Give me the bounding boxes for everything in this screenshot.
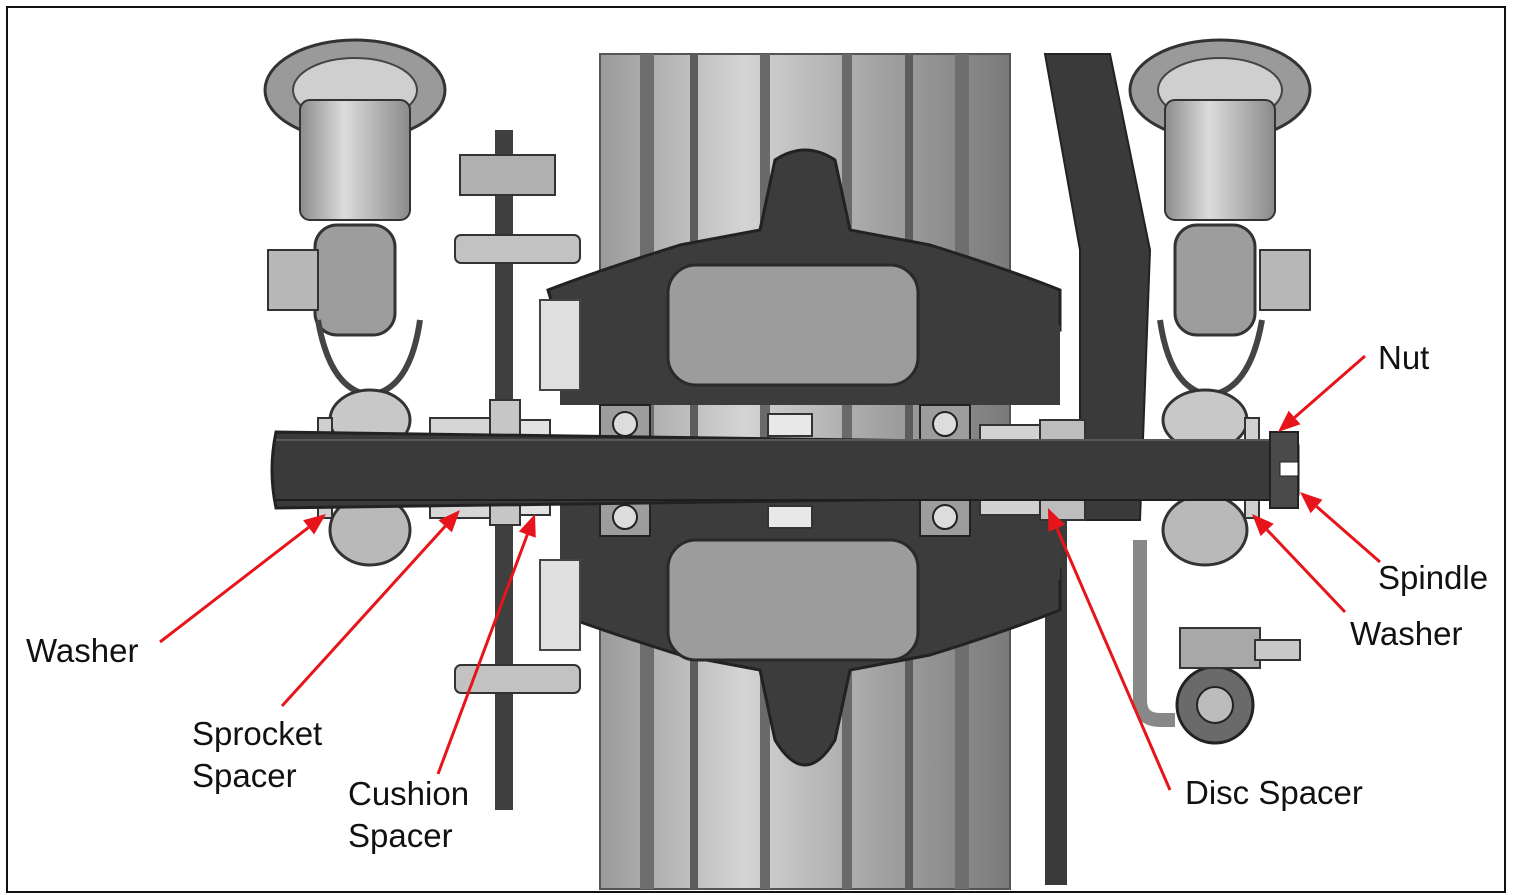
label-spindle: Spindle bbox=[1378, 557, 1488, 599]
right-suspension-pod bbox=[1128, 38, 1312, 745]
wheel-hub bbox=[539, 148, 1062, 767]
label-washer-left: Washer bbox=[26, 630, 138, 672]
label-disc-spacer-text: Disc Spacer bbox=[1185, 774, 1363, 811]
label-sprocket-spacer: Sprocket Spacer bbox=[192, 713, 322, 797]
label-cushion-spacer-line2: Spacer bbox=[348, 817, 453, 854]
sprocket-spacer-arrow bbox=[280, 510, 460, 708]
washer-right-arrow bbox=[1252, 514, 1347, 614]
label-washer-left-text: Washer bbox=[26, 632, 139, 669]
spindle-arrow bbox=[1300, 492, 1381, 564]
label-nut-text: Nut bbox=[1378, 339, 1430, 376]
label-nut: Nut bbox=[1378, 337, 1429, 379]
cushion-spacer-arrow bbox=[436, 514, 536, 775]
spindle-shaft bbox=[270, 430, 1300, 510]
left-suspension-pod bbox=[263, 38, 447, 567]
label-disc-spacer: Disc Spacer bbox=[1185, 772, 1363, 814]
label-cushion-spacer-line1: Cushion bbox=[348, 775, 470, 812]
label-cushion-spacer: Cushion Spacer bbox=[348, 773, 469, 857]
callout-arrows bbox=[159, 354, 1381, 791]
disc bbox=[1043, 53, 1152, 885]
nut-arrow bbox=[1278, 354, 1366, 432]
label-sprocket-spacer-line1: Sprocket bbox=[192, 715, 323, 752]
label-washer-right: Washer bbox=[1350, 613, 1462, 655]
washer-left-arrow bbox=[159, 514, 326, 644]
label-spindle-text: Spindle bbox=[1378, 559, 1489, 596]
label-sprocket-spacer-line2: Spacer bbox=[192, 757, 297, 794]
label-washer-right-text: Washer bbox=[1350, 615, 1463, 652]
disc-spacer-arrow bbox=[1048, 508, 1172, 791]
